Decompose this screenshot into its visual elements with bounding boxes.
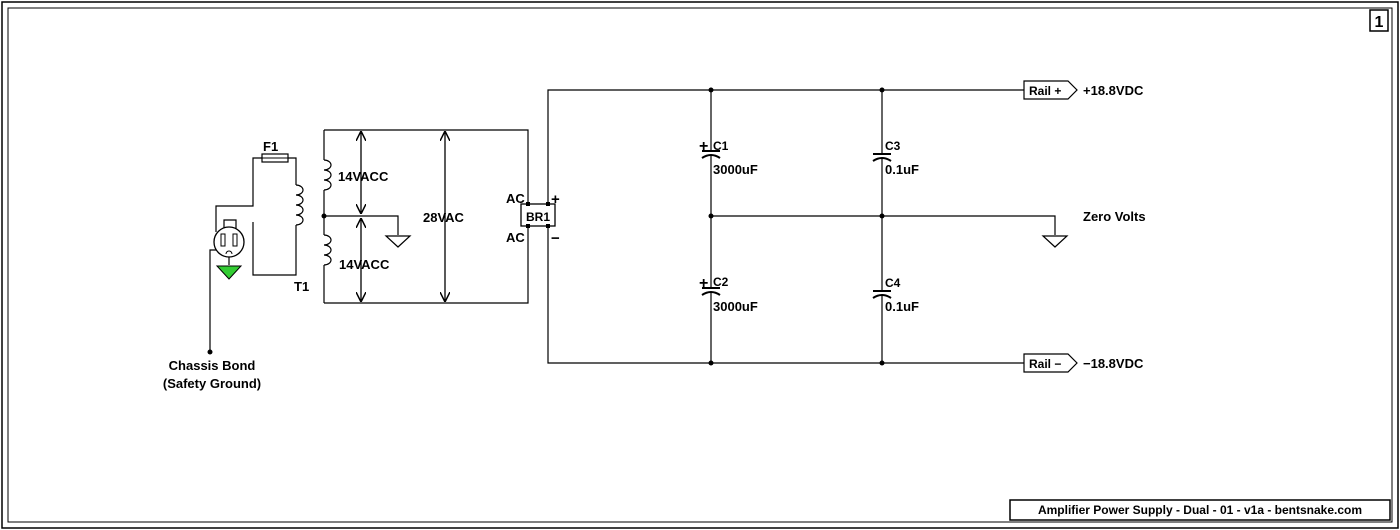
rail-positive-label: Rail +	[1029, 84, 1061, 98]
rectifier-plus-pin: +	[551, 191, 560, 208]
sheet-number-box: 1	[1369, 9, 1389, 32]
c4-ref: C4	[885, 276, 901, 290]
upper-winding-voltage: 14VACC	[338, 169, 389, 184]
capacitor-c3	[872, 90, 892, 216]
center-tap-ground-icon	[324, 215, 412, 248]
fuse-f1	[261, 153, 289, 163]
primary-winding	[295, 184, 304, 226]
capacitor-c4	[872, 216, 892, 363]
rectifier-ac-top-pin: AC	[506, 191, 525, 206]
c1-ref: C1	[713, 139, 729, 153]
c1-value: 3000uF	[713, 162, 758, 177]
transformer-ref: T1	[294, 279, 309, 294]
junction-dots	[708, 87, 885, 366]
capacitor-c2	[701, 216, 721, 363]
wiring-secondary	[324, 129, 529, 304]
safety-ground-label: (Safety Ground)	[163, 376, 261, 391]
capacitor-c1	[701, 90, 721, 216]
c2-ref: C2	[713, 275, 729, 289]
c4-value: 0.1uF	[885, 299, 919, 314]
c2-polarity: +	[699, 275, 708, 292]
earth-ground-icon	[215, 257, 243, 280]
secondary-windings	[323, 130, 332, 303]
chassis-bond-node	[207, 349, 213, 355]
sheet-number: 1	[1375, 14, 1384, 31]
c3-ref: C3	[885, 139, 901, 153]
wiring-rails	[547, 89, 1056, 364]
chassis-bond-label: Chassis Bond	[169, 358, 256, 373]
lower-winding-voltage: 14VACC	[339, 257, 390, 272]
c3-value: 0.1uF	[885, 162, 919, 177]
zero-volts-ground-icon	[1041, 235, 1069, 248]
bridge-rectifier-br1	[520, 202, 556, 228]
fuse-ref: F1	[263, 139, 278, 154]
rail-negative-voltage: −18.8VDC	[1083, 356, 1144, 371]
total-secondary-voltage: 28VAC	[423, 210, 465, 225]
wiring-ac-input	[209, 157, 297, 352]
rectifier-minus-pin: −	[551, 230, 560, 247]
ground-label: Zero Volts	[1083, 209, 1146, 224]
rail-negative-tag: Rail −	[1023, 353, 1078, 373]
rail-positive-tag: Rail +	[1023, 80, 1078, 100]
rectifier-ref: BR1	[526, 210, 550, 224]
c2-value: 3000uF	[713, 299, 758, 314]
rectifier-ac-bottom-pin: AC	[506, 230, 525, 245]
title-block: Amplifier Power Supply - Dual - 01 - v1a…	[1009, 499, 1391, 521]
rail-negative-label: Rail −	[1029, 357, 1061, 371]
rail-positive-voltage: +18.8VDC	[1083, 83, 1144, 98]
outlet-icon	[213, 226, 245, 258]
c1-polarity: +	[699, 138, 708, 155]
title-block-text: Amplifier Power Supply - Dual - 01 - v1a…	[1038, 503, 1362, 517]
